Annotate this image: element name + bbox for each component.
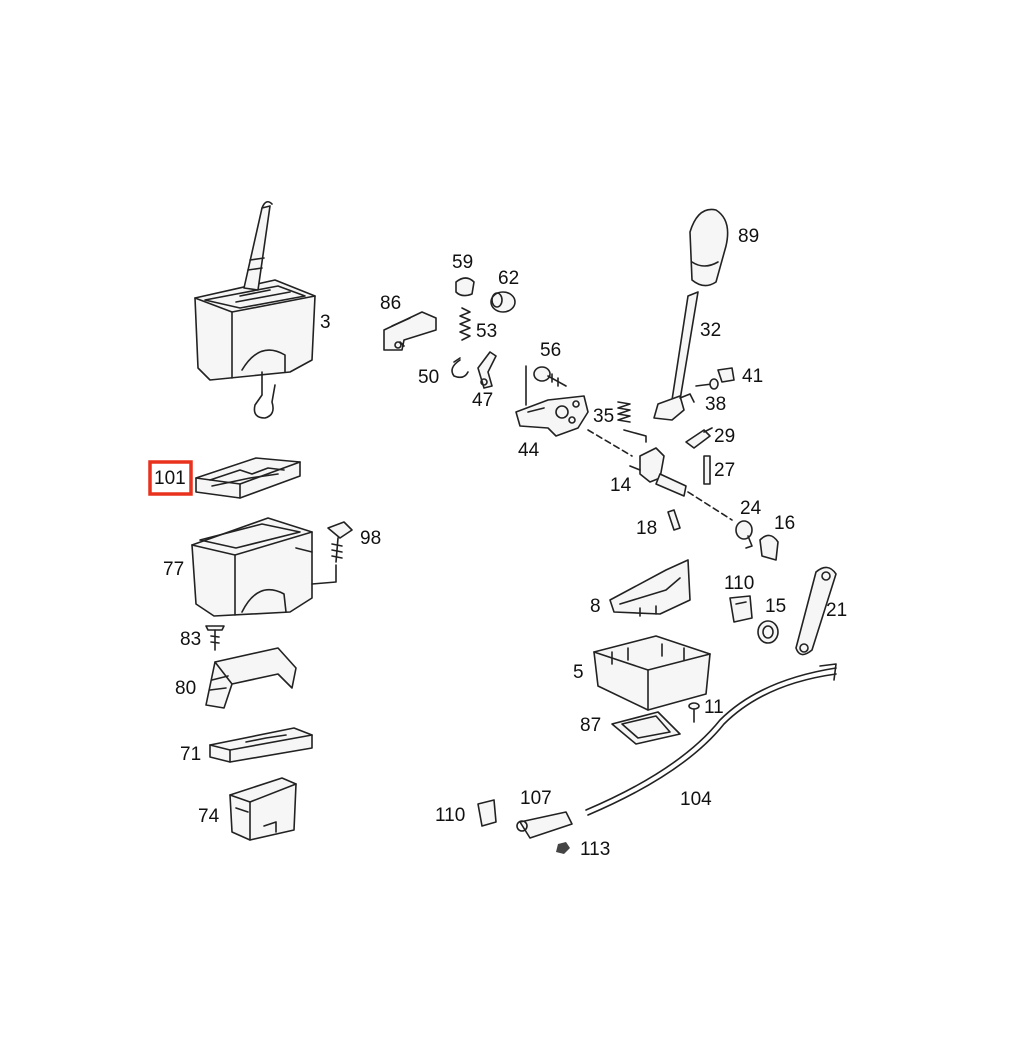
label-38: 38 bbox=[705, 394, 726, 415]
part-74-switch-block bbox=[229, 777, 297, 841]
part-44-bracket bbox=[515, 365, 589, 437]
label-113: 113 bbox=[580, 839, 610, 860]
label-18: 18 bbox=[636, 518, 657, 539]
label-74: 74 bbox=[198, 806, 220, 827]
label-110-lower: 110 bbox=[435, 805, 465, 826]
label-15: 15 bbox=[765, 596, 786, 617]
label-86: 86 bbox=[380, 293, 401, 314]
part-8-gate-guide bbox=[609, 559, 691, 617]
part-16-coupling bbox=[759, 534, 779, 561]
label-16: 16 bbox=[774, 513, 795, 534]
label-104: 104 bbox=[680, 789, 712, 810]
highlight-box-101 bbox=[148, 460, 193, 496]
label-35: 35 bbox=[593, 406, 614, 427]
label-50: 50 bbox=[418, 367, 439, 388]
label-47: 47 bbox=[472, 390, 493, 411]
label-41: 41 bbox=[742, 366, 763, 387]
part-110-clip-upper bbox=[729, 595, 753, 623]
part-98-screw bbox=[311, 521, 353, 585]
part-24-bushing bbox=[735, 520, 753, 549]
part-labels: 3 101 77 98 83 80 71 74 86 59 62 53 50 4… bbox=[154, 226, 847, 860]
part-27-pin bbox=[703, 455, 711, 485]
label-29: 29 bbox=[714, 426, 735, 447]
part-41-clip bbox=[717, 367, 735, 383]
part-47-lever bbox=[477, 351, 497, 389]
label-24: 24 bbox=[740, 498, 762, 519]
part-18-pin bbox=[667, 509, 681, 531]
part-3-shifter-assembly bbox=[194, 200, 316, 419]
label-107: 107 bbox=[520, 788, 552, 809]
label-80: 80 bbox=[175, 678, 196, 699]
label-11: 11 bbox=[704, 697, 724, 718]
label-56: 56 bbox=[540, 340, 561, 361]
part-83-screw bbox=[205, 625, 225, 651]
label-14: 14 bbox=[610, 475, 632, 496]
label-62: 62 bbox=[498, 268, 519, 289]
label-71: 71 bbox=[180, 744, 201, 765]
label-53: 53 bbox=[476, 321, 497, 342]
part-62-roller bbox=[490, 291, 516, 313]
part-32-shift-lever bbox=[653, 291, 699, 421]
label-44: 44 bbox=[518, 440, 540, 461]
part-14-selector bbox=[587, 429, 733, 521]
part-80-cover bbox=[205, 647, 297, 709]
label-32: 32 bbox=[700, 320, 721, 341]
part-113-nut bbox=[556, 842, 570, 854]
part-53-spring bbox=[459, 307, 471, 341]
part-107-rod-end bbox=[516, 811, 573, 839]
label-77: 77 bbox=[163, 559, 184, 580]
part-11-screw bbox=[688, 702, 700, 723]
part-87-gasket bbox=[611, 711, 681, 745]
part-56-bolt bbox=[533, 366, 567, 387]
label-98: 98 bbox=[360, 528, 381, 549]
part-86-bracket bbox=[383, 311, 437, 351]
part-29-switch bbox=[685, 427, 713, 449]
label-8: 8 bbox=[590, 596, 601, 617]
label-87: 87 bbox=[580, 715, 601, 736]
label-83: 83 bbox=[180, 629, 201, 650]
part-71-indicator-strip bbox=[209, 727, 313, 763]
label-59: 59 bbox=[452, 252, 473, 273]
part-101-gate-cover bbox=[195, 457, 301, 499]
part-21-selector-arm bbox=[795, 566, 837, 656]
label-110-upper: 110 bbox=[724, 573, 754, 594]
part-38-bolt bbox=[695, 378, 719, 390]
label-89: 89 bbox=[738, 226, 759, 247]
part-104-shift-rod bbox=[585, 663, 837, 816]
label-21: 21 bbox=[826, 600, 847, 621]
part-77-housing bbox=[191, 517, 313, 617]
part-5-base-frame bbox=[593, 635, 711, 711]
part-50-circlip bbox=[451, 357, 469, 379]
part-59-bushing bbox=[455, 277, 475, 297]
part-110-clip-lower bbox=[477, 799, 497, 827]
part-89-shift-knob bbox=[689, 208, 729, 287]
label-101: 101 bbox=[154, 468, 186, 489]
label-5: 5 bbox=[573, 662, 584, 683]
part-15-grommet bbox=[757, 620, 779, 644]
label-3: 3 bbox=[320, 312, 331, 333]
label-27: 27 bbox=[714, 460, 735, 481]
part-35-spring bbox=[617, 401, 647, 443]
